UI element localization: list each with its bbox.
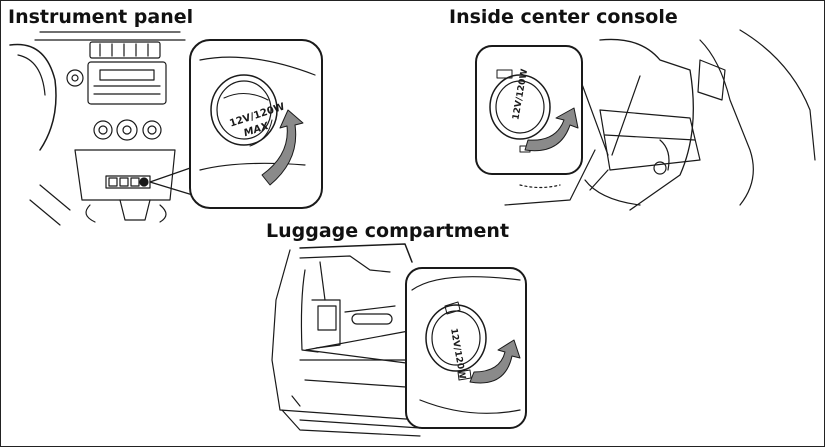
instrument-panel-illustration xyxy=(9,31,323,226)
center-console-title: Inside center console xyxy=(449,6,678,28)
center-console-illustration xyxy=(475,29,816,211)
luggage-compartment-illustration xyxy=(271,243,527,437)
luggage-compartment-title: Luggage compartment xyxy=(266,220,510,242)
instrument-panel-title: Instrument panel xyxy=(8,6,194,28)
